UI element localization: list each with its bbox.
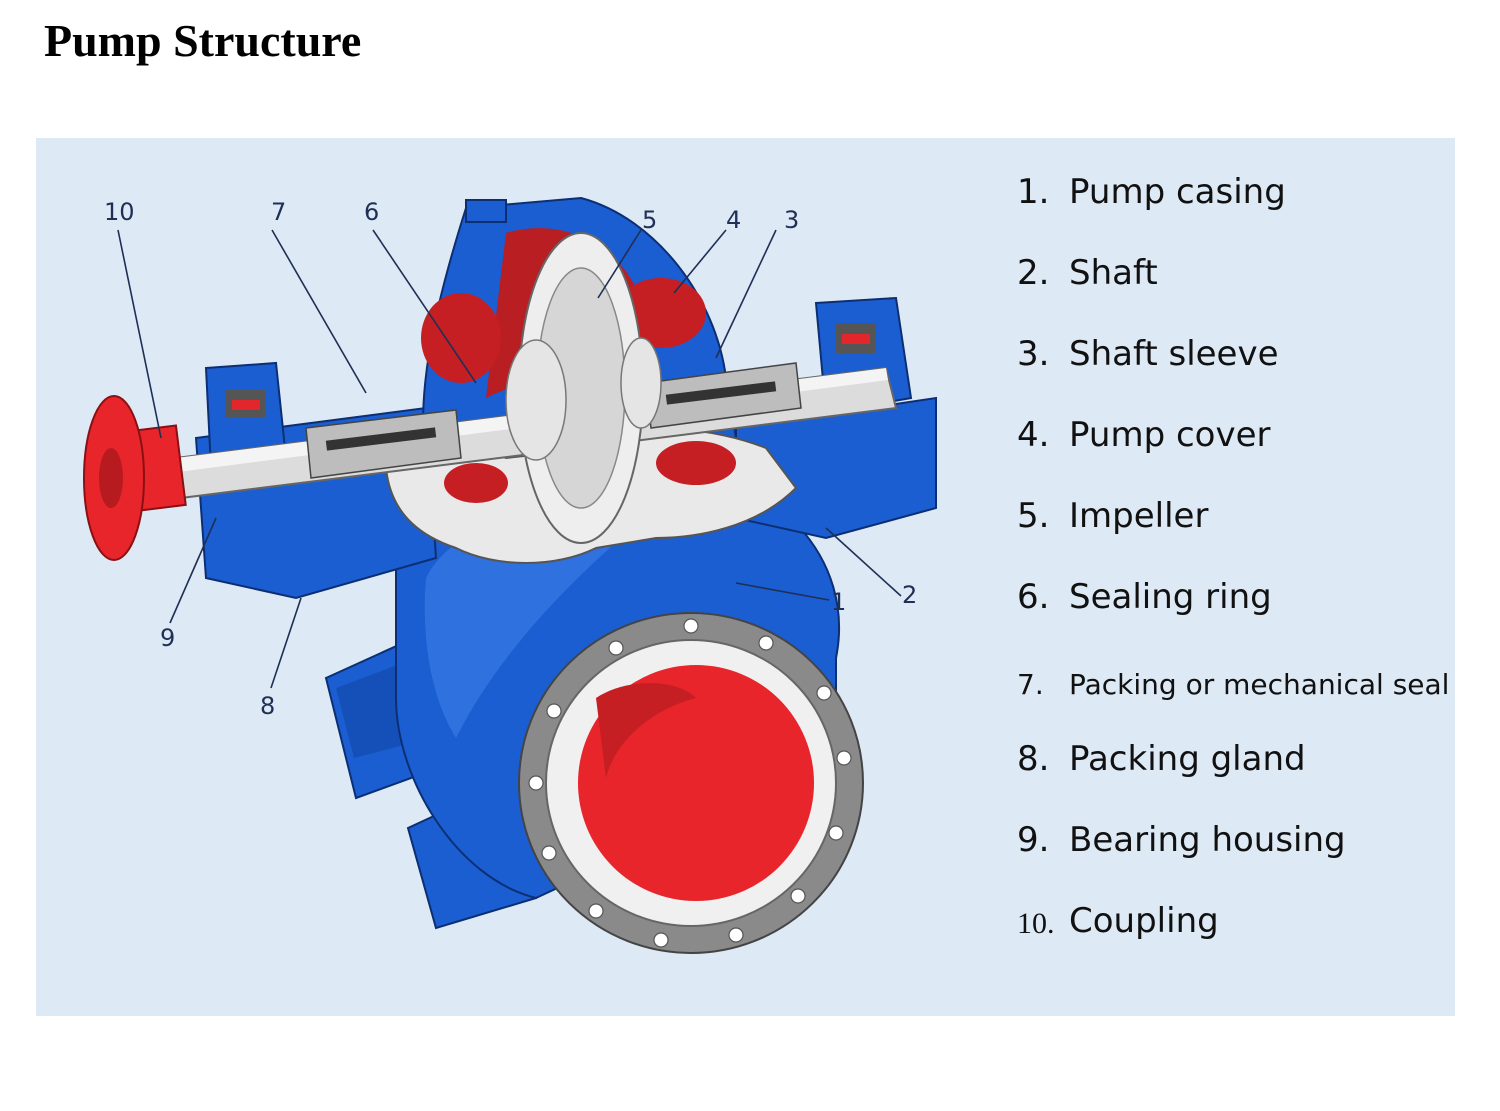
impeller [505,232,662,544]
legend-item: 7. Packing or mechanical seal [1017,658,1449,739]
legend-label: Sealing ring [1069,577,1272,617]
legend-number: 9. [1017,820,1050,860]
legend-number: 10. [1017,907,1055,940]
callout-7: 7 [271,198,286,226]
legend-number: 8. [1017,739,1050,779]
legend-item: 6. Sealing ring [1017,577,1449,658]
legend-label: Packing or mechanical seal [1069,668,1450,701]
callout-6: 6 [364,198,379,226]
callout-5: 5 [642,206,657,234]
legend-label: Packing gland [1069,739,1306,779]
legend-number: 5. [1017,496,1050,536]
legend-item: 4. Pump cover [1017,415,1449,496]
callout-8: 8 [260,692,275,720]
legend-item: 3. Shaft sleeve [1017,334,1449,415]
legend-label: Shaft [1069,253,1158,293]
diagram-panel: 10 7 6 5 4 3 2 1 9 8 [36,138,1455,1016]
callout-9: 9 [160,624,175,652]
parts-legend: 1. Pump casing 2. Shaft 3. Shaft sleeve 4. P… [1017,172,1449,982]
pump-cutaway-illustration: 10 7 6 5 4 3 2 1 9 8 [83,196,937,954]
suction-flange [518,612,864,954]
legend-label: Bearing housing [1069,820,1346,860]
legend-number: 7. [1017,668,1044,701]
legend-item: 5. Impeller [1017,496,1449,577]
legend-label: Shaft sleeve [1069,334,1279,374]
legend-number: 3. [1017,334,1050,374]
legend-item: 1. Pump casing [1017,172,1449,253]
callout-2: 2 [902,581,917,609]
legend-number: 2. [1017,253,1050,293]
legend-item: 2. Shaft [1017,253,1449,334]
leader-lines [117,229,902,689]
callout-4: 4 [726,206,741,234]
shaft-sleeves [305,362,802,479]
legend-item: 8. Packing gland [1017,739,1449,820]
legend-label: Impeller [1069,496,1209,536]
legend-number: 1. [1017,172,1050,212]
callout-3: 3 [784,206,799,234]
callout-numbers: 10 7 6 5 4 3 2 1 9 8 [104,198,917,720]
callout-10: 10 [104,198,135,226]
legend-item: 9. Bearing housing [1017,820,1449,901]
legend-number: 6. [1017,577,1050,617]
legend-number: 4. [1017,415,1050,455]
legend-label: Pump casing [1069,172,1286,212]
callout-1: 1 [831,588,846,616]
coupling [83,395,187,561]
legend-label: Coupling [1069,901,1219,941]
page-title: Pump Structure [44,15,362,66]
legend-item: 10. Coupling [1017,901,1449,982]
legend-label: Pump cover [1069,415,1271,455]
